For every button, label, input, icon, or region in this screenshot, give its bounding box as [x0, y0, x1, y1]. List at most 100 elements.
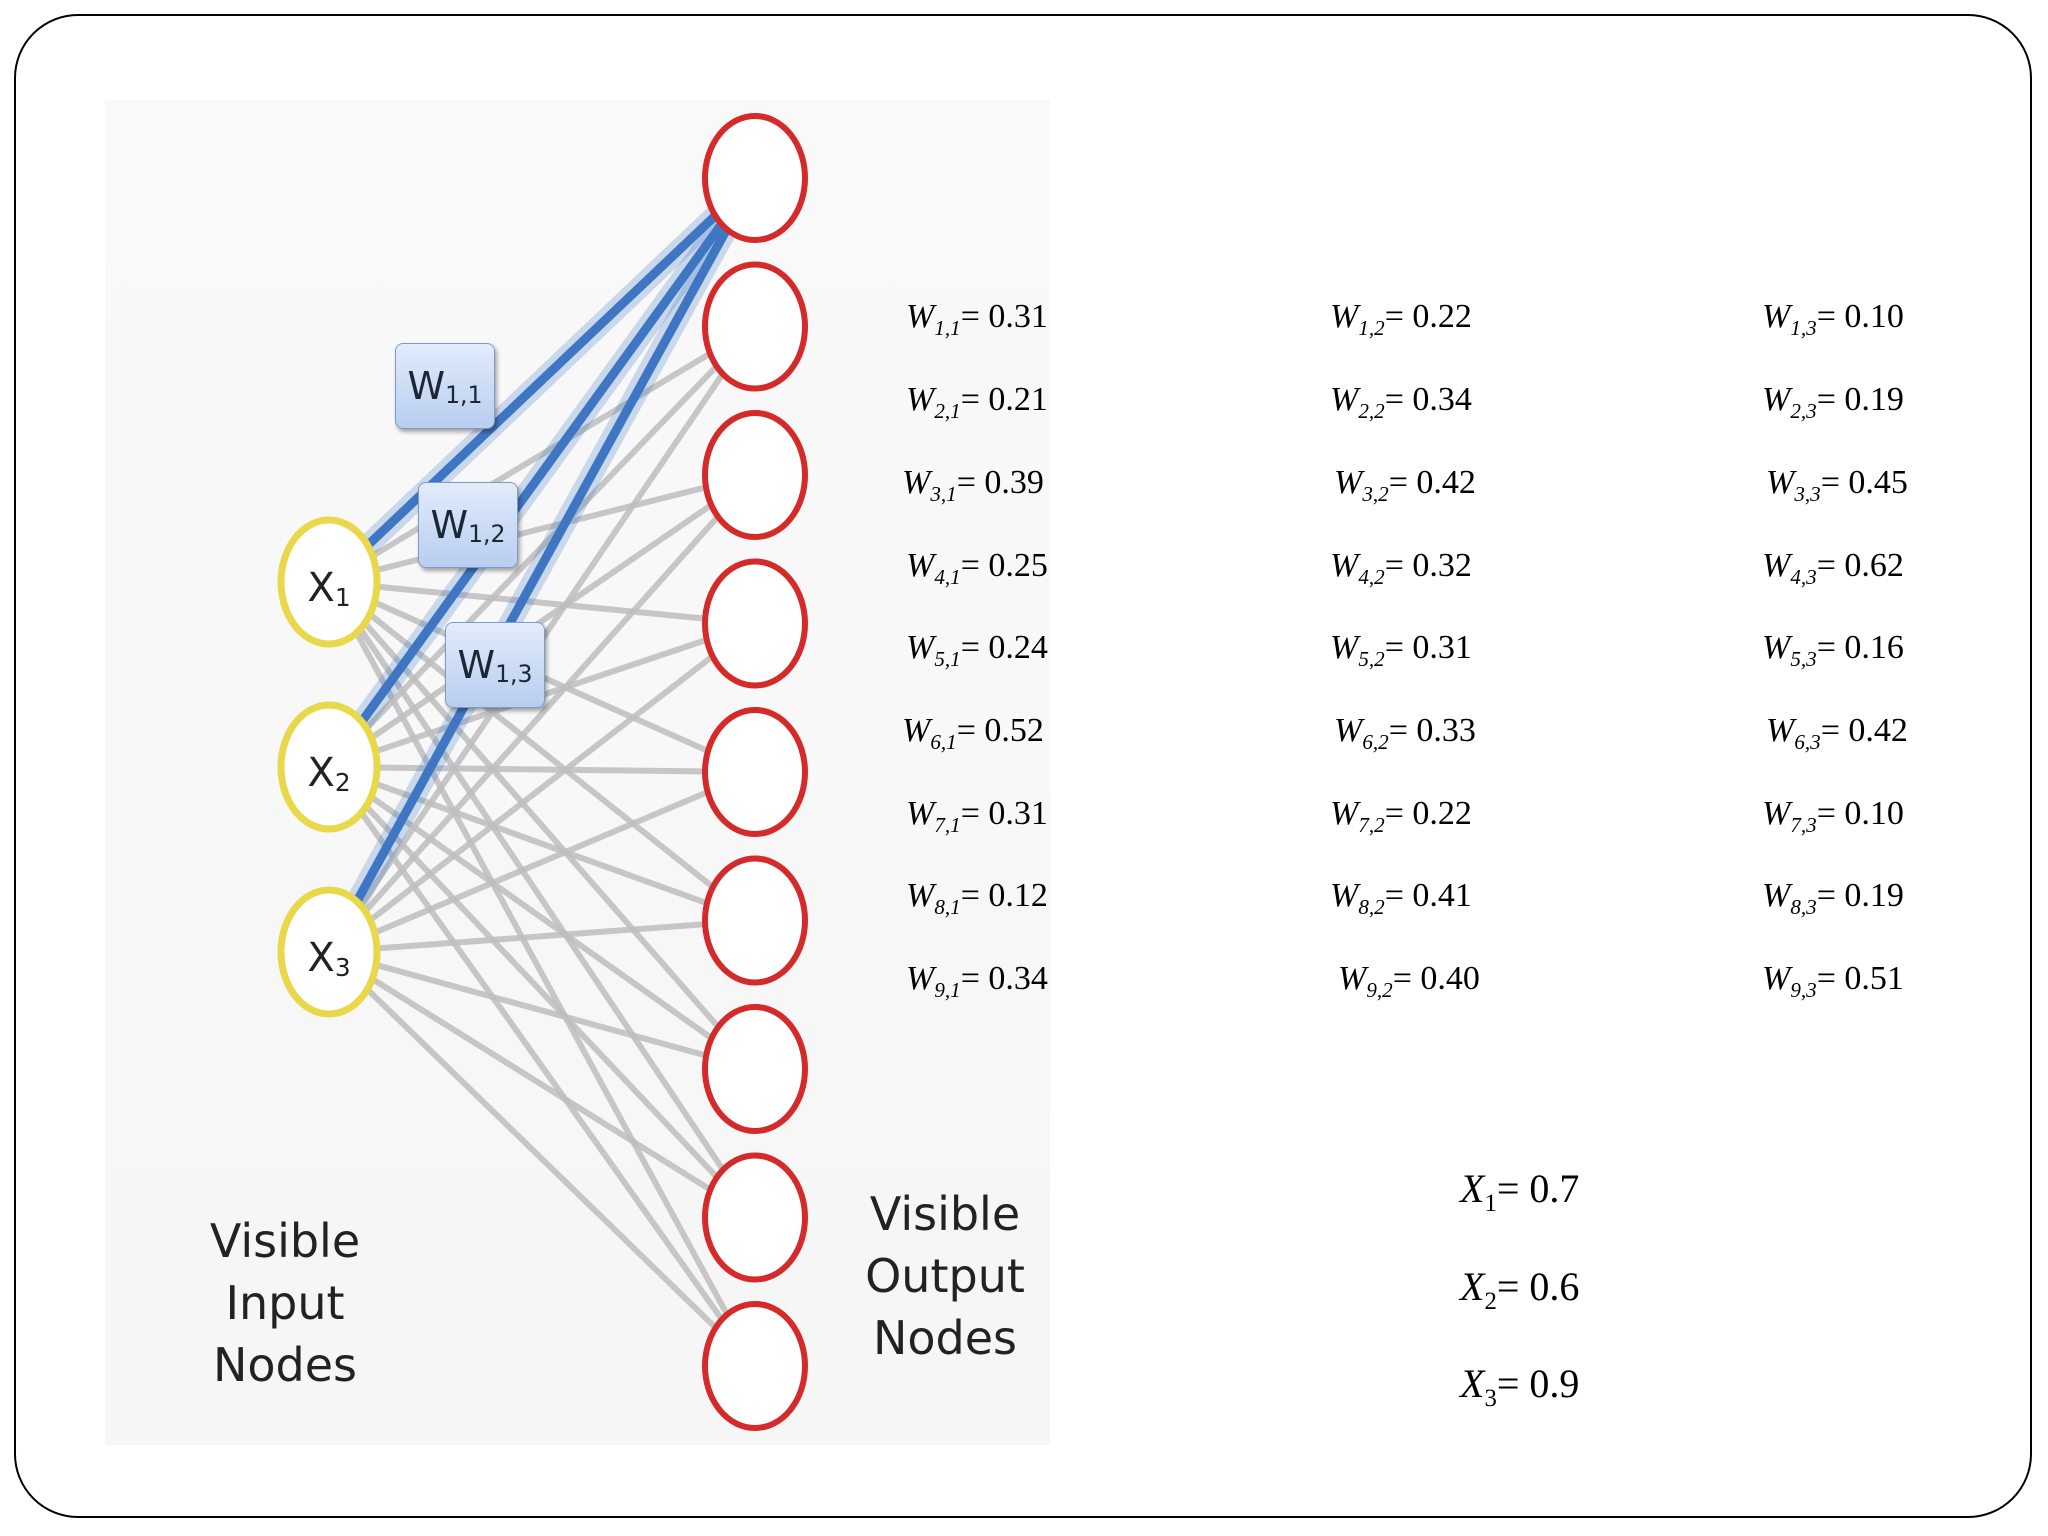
weight-eq-9-2: W9,2= 0.40 [1338, 960, 1480, 1002]
weight-var: W [1330, 795, 1359, 832]
weight-var: W [1762, 795, 1791, 832]
input-node-2 [277, 701, 381, 833]
weight-sub: 6,2 [1362, 730, 1389, 755]
weight-label-var: W [407, 364, 446, 408]
weight-var: W [1766, 712, 1795, 749]
weight-var: W [1330, 381, 1359, 418]
weight-value: = 0.22 [1384, 298, 1472, 335]
weight-var: W [1762, 547, 1791, 584]
weight-var: W [1330, 877, 1359, 914]
edge-x3-o9 [326, 949, 758, 1369]
edge-x2-o8 [326, 764, 758, 1220]
weight-value: = 0.10 [1816, 795, 1904, 832]
weight-eq-4-3: W4,3= 0.62 [1762, 547, 1904, 589]
weight-var: W [906, 795, 935, 832]
input-value: = 0.6 [1496, 1264, 1580, 1309]
weight-eq-6-3: W6,3= 0.42 [1766, 712, 1908, 754]
weight-value: = 0.12 [960, 877, 1048, 914]
highlight-edge-3 [324, 173, 760, 957]
weight-sub: 8,3 [1790, 895, 1817, 920]
edge-x2-o9 [326, 765, 758, 1368]
input-sub: 3 [1484, 1385, 1497, 1413]
weight-value: = 0.19 [1816, 877, 1904, 914]
weight-var: W [906, 298, 935, 335]
output-node-5 [702, 707, 808, 837]
weight-sub: 9,2 [1366, 978, 1393, 1003]
input-sub: 2 [1484, 1288, 1497, 1316]
weight-eq-2-3: W2,3= 0.19 [1762, 381, 1904, 423]
weight-value: = 0.31 [960, 795, 1048, 832]
edge-x2-o7 [327, 764, 757, 1072]
output-node-2 [702, 261, 808, 392]
weight-eq-7-3: W7,3= 0.10 [1762, 795, 1904, 837]
highlight-edge-2 [324, 173, 760, 772]
weight-var: W [906, 629, 935, 666]
output-node-9 [702, 1301, 808, 1431]
weight-value: = 0.40 [1392, 960, 1480, 997]
weight-eq-2-1: W2,1= 0.21 [906, 381, 1048, 423]
weight-value: = 0.10 [1816, 298, 1904, 335]
output-node-7 [702, 1004, 808, 1134]
weight-eq-1-2: W1,2= 0.22 [1330, 298, 1472, 340]
weight-sub: 7,2 [1358, 813, 1385, 838]
output-node-1 [702, 113, 808, 243]
weight-label-var: W [430, 503, 469, 547]
weight-eq-6-2: W6,2= 0.33 [1334, 712, 1476, 754]
weight-var: W [1334, 464, 1363, 501]
weight-var: W [1762, 960, 1791, 997]
weight-sub: 5,2 [1358, 647, 1385, 672]
input-value: = 0.9 [1496, 1361, 1580, 1406]
weight-var: W [902, 712, 931, 749]
weight-sub: 3,2 [1362, 482, 1389, 507]
input-node-sub: 2 [334, 767, 351, 797]
weight-var: W [1334, 712, 1363, 749]
weight-eq-5-3: W5,3= 0.16 [1762, 629, 1904, 671]
weight-eq-7-2: W7,2= 0.22 [1330, 795, 1472, 837]
weight-value: = 0.62 [1816, 547, 1904, 584]
weight-sub: 2,3 [1790, 399, 1817, 424]
input-eq-3: X3= 0.9 [1460, 1360, 1580, 1412]
input-node-var: X [307, 565, 335, 611]
edge-x1-o2 [327, 323, 757, 585]
output-node-6 [702, 855, 808, 986]
weight-eq-4-1: W4,1= 0.25 [906, 547, 1048, 589]
input-var: X [1460, 1361, 1485, 1406]
weight-label-sub: 1,1 [445, 380, 483, 409]
weight-value: = 0.34 [960, 960, 1048, 997]
weight-sub: 3,1 [930, 482, 957, 507]
weight-sub: 6,3 [1794, 730, 1821, 755]
weight-var: W [1330, 547, 1359, 584]
output-node-4 [702, 558, 808, 689]
output-caption: Visible Output Nodes [865, 1187, 1025, 1365]
weight-sub: 1,1 [934, 316, 961, 341]
weight-sub: 8,2 [1358, 895, 1385, 920]
weight-sub: 5,1 [934, 647, 961, 672]
weight-var: W [1338, 960, 1367, 997]
weight-eq-6-1: W6,1= 0.52 [902, 712, 1044, 754]
weight-var: W [906, 877, 935, 914]
edge-x1-o4 [328, 579, 756, 627]
weight-sub: 4,1 [934, 565, 961, 590]
weight-value: = 0.42 [1388, 464, 1476, 501]
edge-x2-o2 [326, 324, 758, 770]
edge-x1-o9 [326, 580, 758, 1368]
weight-value: = 0.19 [1816, 381, 1904, 418]
weight-value: = 0.39 [956, 464, 1044, 501]
highlight-edge-1 [324, 173, 760, 587]
weight-var: W [1762, 629, 1791, 666]
weight-eq-1-1: W1,1= 0.31 [906, 298, 1048, 340]
edge-x3-o5 [327, 769, 757, 955]
input-node-3 [277, 886, 381, 1018]
weight-value: = 0.34 [1384, 381, 1472, 418]
weight-eq-1-3: W1,3= 0.10 [1762, 298, 1904, 340]
weight-eq-8-3: W8,3= 0.19 [1762, 877, 1904, 919]
weight-eq-5-2: W5,2= 0.31 [1330, 629, 1472, 671]
weight-sub: 3,3 [1794, 482, 1821, 507]
weight-eq-3-2: W3,2= 0.42 [1334, 464, 1476, 506]
input-node-sub: 1 [334, 582, 351, 612]
weight-var: W [902, 464, 931, 501]
weight-eq-9-1: W9,1= 0.34 [906, 960, 1048, 1002]
weight-value: = 0.16 [1816, 629, 1904, 666]
